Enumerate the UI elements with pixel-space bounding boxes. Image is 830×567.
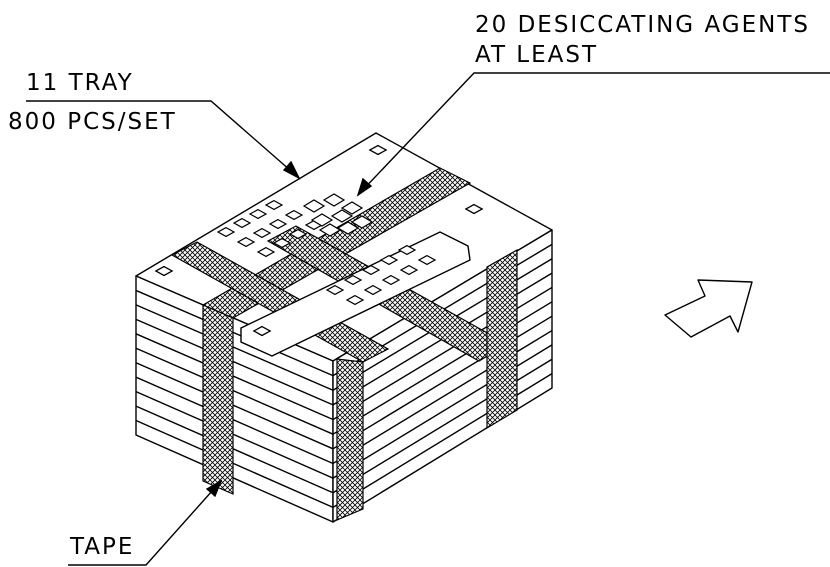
tray-pocket — [216, 226, 236, 238]
tape-label: TAPE — [70, 534, 135, 560]
desiccant-pack — [322, 193, 346, 207]
tape-band-right-face-1 — [336, 358, 364, 521]
tray-layer-line — [135, 289, 334, 377]
leader-lines — [26, 72, 830, 566]
tray-pocket — [417, 254, 437, 266]
tape-band-right-face-2 — [486, 248, 518, 430]
direction-arrow-icon — [664, 279, 753, 338]
tray-pocket — [236, 236, 256, 248]
tray-pocket — [252, 325, 272, 337]
tray-pocket — [232, 217, 252, 229]
tray-layer-line — [135, 347, 334, 435]
desiccant-pack — [318, 223, 342, 237]
tray-layer-line — [135, 376, 334, 465]
tape-bands — [170, 167, 518, 521]
tray-pocket — [284, 209, 304, 221]
desiccant-pack — [302, 199, 326, 213]
tray-layer-line — [135, 405, 334, 494]
tray-pocket — [272, 237, 292, 249]
tray-pocket — [288, 228, 308, 240]
tray-pocket — [264, 199, 284, 211]
tray-pocket — [268, 218, 288, 230]
tray-layer-line — [135, 333, 334, 421]
leader-tape — [68, 480, 222, 566]
desiccant-pack — [336, 221, 360, 235]
tray-pocket — [252, 227, 272, 239]
tray-pocket — [397, 244, 417, 256]
leader-desiccant-arrowhead — [356, 177, 373, 197]
tray-pocket — [379, 254, 399, 266]
tray-layer-line — [135, 318, 334, 406]
tray-pocket — [363, 284, 383, 296]
tray-count-label: 11 TRAY — [26, 70, 134, 96]
leader-tape-arrowhead — [205, 479, 223, 498]
desiccant-packs — [302, 193, 374, 237]
tray-pocket — [248, 208, 268, 220]
desiccant-label-line1: 20 DESICCATING AGENTS — [475, 12, 810, 38]
desiccant-pack — [340, 201, 364, 215]
tray-layer-line — [135, 362, 334, 450]
tray-pockets — [154, 144, 484, 337]
leader-desiccant — [357, 72, 830, 196]
tray-layer-line — [135, 390, 334, 479]
tape-band-left-face — [202, 304, 234, 495]
desiccant-pack — [350, 215, 374, 229]
leader-tray-arrowhead — [282, 160, 301, 180]
desiccant-pack — [330, 209, 354, 223]
tray-pocket — [361, 264, 381, 276]
tray-pocket — [368, 144, 388, 156]
desiccant-pack — [310, 213, 334, 227]
tray-pocket — [343, 274, 363, 286]
leader-tray — [26, 100, 300, 179]
tray-pocket — [325, 284, 345, 296]
tray-pocket — [345, 294, 365, 306]
tray-pocket — [154, 265, 174, 277]
front-tray-block — [240, 231, 471, 357]
tray-pocket — [381, 274, 401, 286]
pcs-per-set-label: 800 PCS/SET — [8, 109, 177, 135]
tray-layer-line — [135, 304, 334, 391]
tray-pocket — [464, 203, 484, 215]
tray-layer-line — [135, 419, 334, 509]
desiccant-label-line2: AT LEAST — [475, 42, 599, 68]
tray-pocket — [399, 264, 419, 276]
tray-pocket — [256, 246, 276, 258]
